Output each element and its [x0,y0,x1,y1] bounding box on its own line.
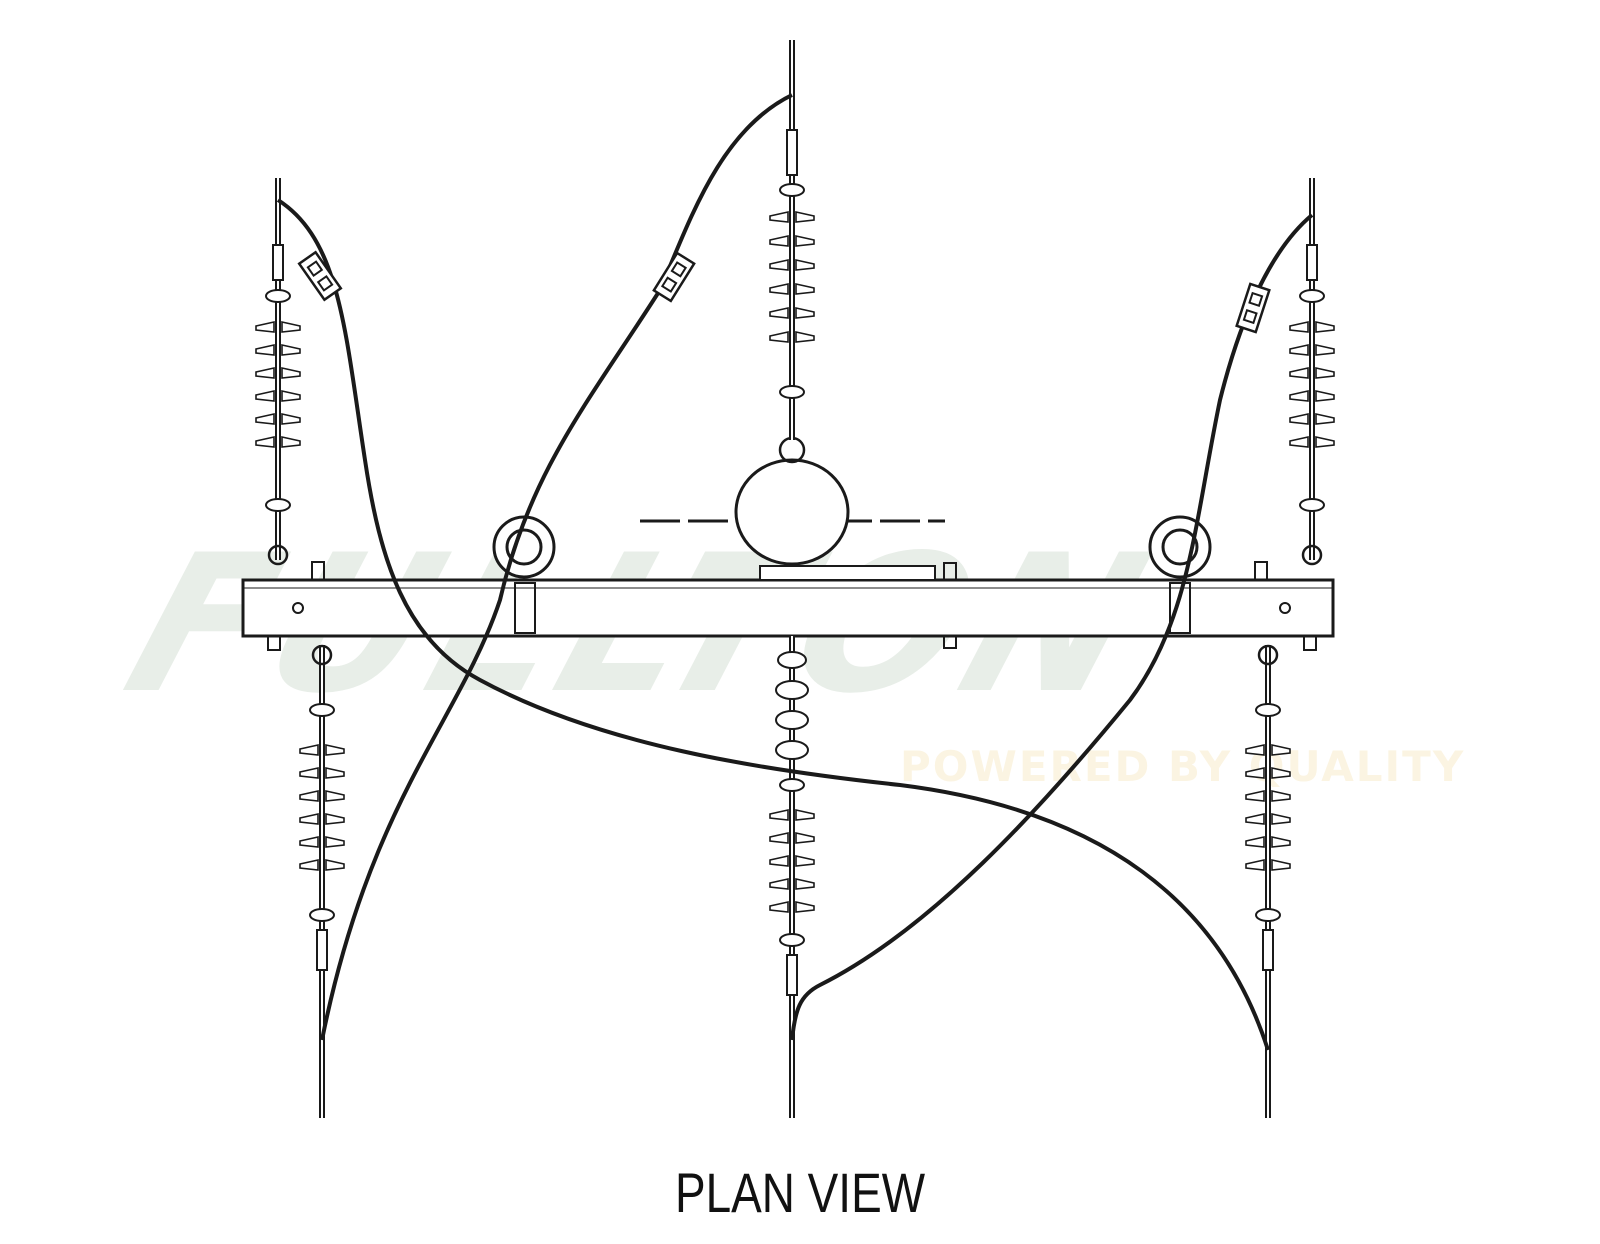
lower-insulator-right [1245,644,1291,1118]
jumper-cable-a [276,198,1270,1051]
plan-view-caption: PLAN VIEW [674,1161,926,1224]
watermark-tagline: POWERED BY QUALITY [900,742,1466,791]
jumper-spacer-a [297,250,343,302]
eye-bolt-right [1148,515,1212,579]
center-ring-housing [640,436,945,581]
lower-insulator-left [299,644,345,1118]
jumper-spacer-b [652,251,696,303]
upper-insulator-center [769,40,815,440]
lower-insulator-center [769,636,815,1118]
jumper-cable-c [790,213,1314,1041]
jumper-spacer-c [1235,282,1271,334]
upper-insulator-left [255,178,301,566]
jumper-cable-b [320,93,793,1041]
upper-insulator-right [1289,178,1335,566]
crossarm-beam [241,561,1335,651]
